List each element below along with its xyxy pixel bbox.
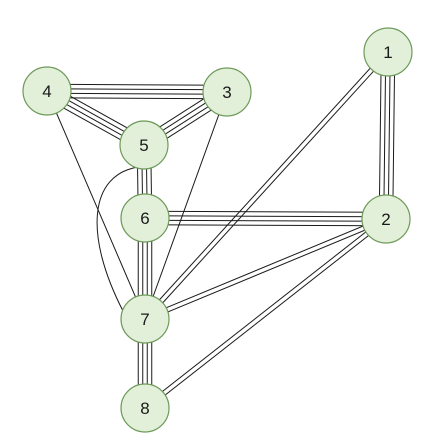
- edge-line: [383, 51, 387, 219]
- edge-line: [144, 219, 386, 222]
- edge-line: [142, 50, 387, 318]
- edge-2-8: [143, 216, 388, 411]
- node-label: 6: [140, 209, 149, 228]
- edge-line: [378, 51, 382, 219]
- edge-4-3: [46, 83, 228, 100]
- node-circle: [119, 120, 169, 170]
- node-label: 1: [383, 43, 392, 62]
- edge-line: [96, 166, 139, 312]
- node-label: 5: [139, 136, 148, 155]
- edge-line: [387, 52, 391, 220]
- node-3: 3: [202, 67, 252, 117]
- edge-line: [143, 216, 385, 407]
- edge-1-2: [378, 51, 396, 220]
- node-5: 5: [119, 120, 169, 170]
- edge-line: [146, 220, 388, 411]
- edge-line: [145, 215, 387, 218]
- node-6: 6: [120, 193, 170, 243]
- edge-line: [145, 210, 387, 213]
- edge-line: [143, 216, 386, 318]
- edge-line: [47, 88, 228, 91]
- edge-5-7: [96, 166, 139, 312]
- edge-line: [46, 97, 227, 100]
- node-label: 7: [140, 310, 149, 329]
- edge-line: [46, 90, 146, 320]
- edge-line: [144, 224, 386, 227]
- node-circle: [361, 194, 411, 244]
- node-label: 4: [42, 82, 51, 101]
- node-label: 3: [222, 83, 231, 102]
- edge-line: [46, 92, 227, 95]
- node-circle: [120, 294, 170, 344]
- node-label: 8: [140, 399, 149, 418]
- node-circle: [120, 383, 170, 433]
- node-1: 1: [363, 27, 413, 77]
- edge-2-7: [143, 216, 388, 322]
- node-7: 7: [120, 294, 170, 344]
- node-8: 8: [120, 383, 170, 433]
- edge-line: [47, 83, 228, 86]
- edge-line: [144, 91, 228, 320]
- edge-4-7: [46, 90, 146, 320]
- node-circle: [202, 67, 252, 117]
- node-label: 2: [381, 210, 390, 229]
- edge-3-7: [144, 91, 228, 320]
- node-4: 4: [22, 66, 72, 116]
- edge-6-2: [144, 210, 387, 227]
- edge-line: [392, 52, 396, 220]
- node-2: 2: [361, 194, 411, 244]
- node-circle: [22, 66, 72, 116]
- edge-line: [146, 53, 391, 321]
- edge-line: [145, 220, 388, 322]
- edge-1-7: [142, 50, 391, 321]
- node-circle: [363, 27, 413, 77]
- node-circle: [120, 193, 170, 243]
- nodes-layer: 1 2 3 4 5 6 7 8: [22, 27, 413, 433]
